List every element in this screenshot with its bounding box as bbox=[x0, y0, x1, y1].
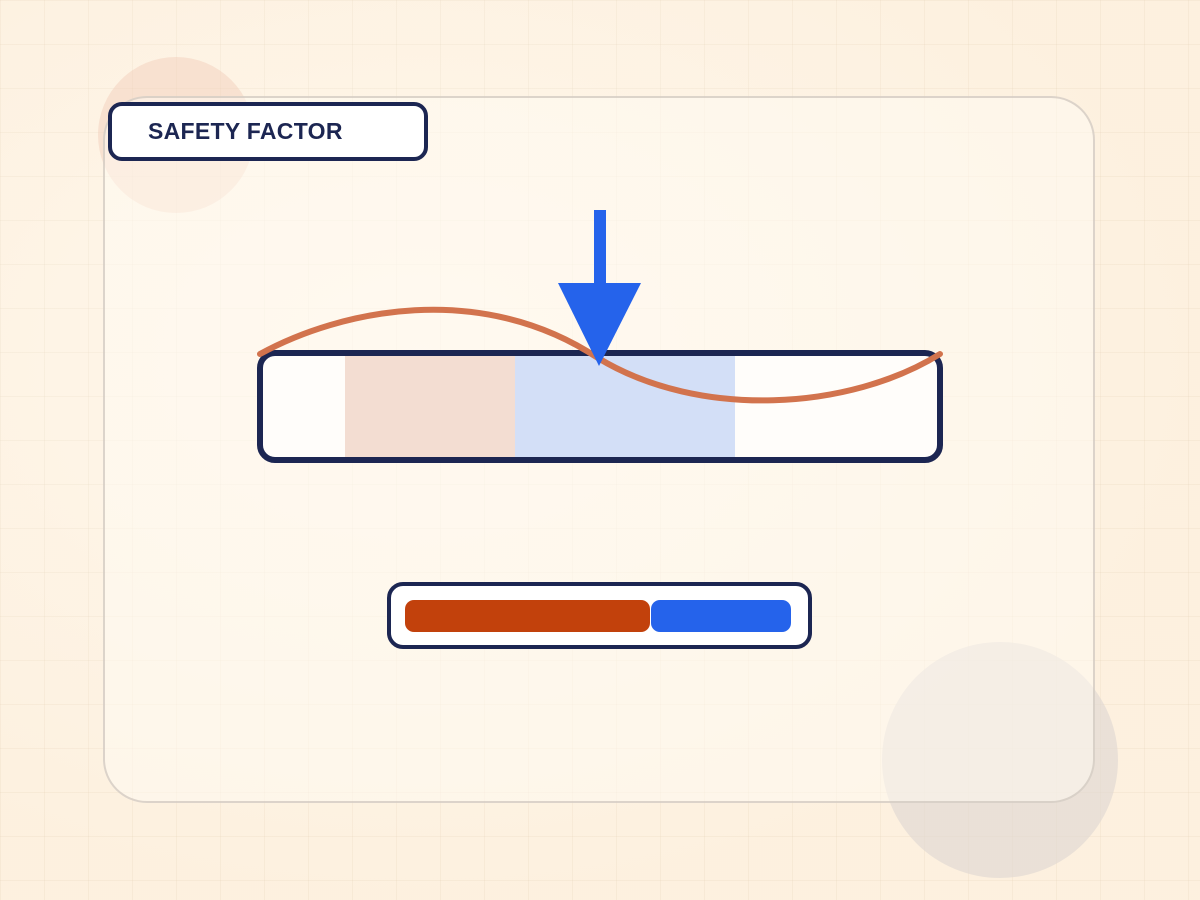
title-text: SAFETY FACTOR bbox=[148, 118, 343, 144]
scale-zone-low bbox=[345, 356, 515, 457]
meter-segment-margin bbox=[651, 600, 791, 632]
title-label-box: SAFETY FACTOR bbox=[108, 102, 428, 161]
safety-scale-bar bbox=[257, 350, 943, 463]
meter-segment-load bbox=[405, 600, 650, 632]
factor-meter bbox=[387, 582, 812, 649]
down-arrow-icon bbox=[558, 210, 641, 366]
